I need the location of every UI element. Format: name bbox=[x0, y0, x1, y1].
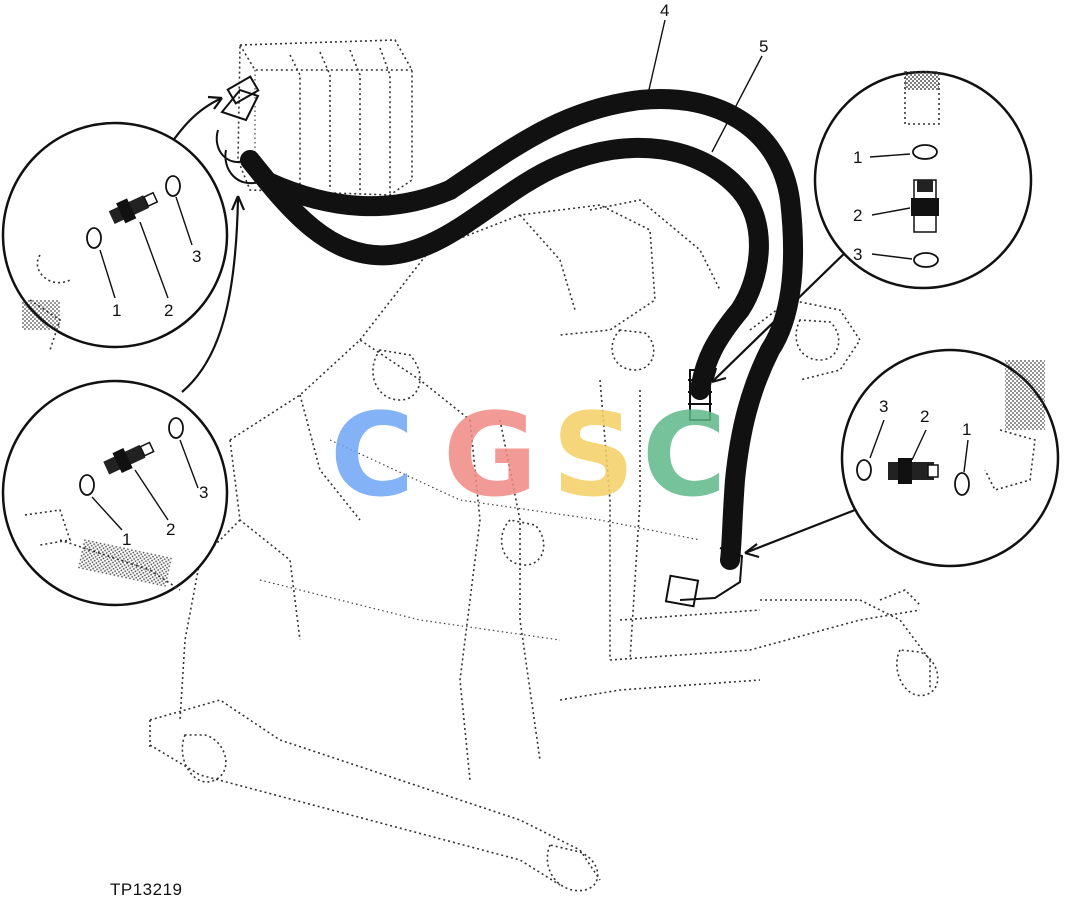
detail-circle-top-right: 1 2 3 bbox=[813, 70, 1033, 290]
hose-5 bbox=[240, 137, 769, 400]
hose-4 bbox=[258, 89, 804, 570]
loader-frame bbox=[149, 199, 939, 892]
br-label-1: 1 bbox=[962, 420, 971, 439]
br-label-2: 2 bbox=[920, 407, 929, 426]
tr-label-2: 2 bbox=[853, 206, 862, 225]
figure-id: TP13219 bbox=[110, 880, 183, 899]
tl-label-1: 1 bbox=[112, 301, 121, 320]
watermark-letter-c2: C bbox=[642, 389, 726, 523]
tl-label-2: 2 bbox=[164, 301, 173, 320]
valve-fittings bbox=[215, 75, 260, 185]
lower-fittings bbox=[664, 369, 744, 608]
detail-circle-top-left: 1 2 3 bbox=[1, 121, 229, 351]
callout-hose-5: 5 bbox=[759, 37, 768, 56]
tl-label-3: 3 bbox=[192, 247, 201, 266]
cgsc-watermark: C G S C bbox=[330, 389, 726, 523]
callout-hose-4: 4 bbox=[660, 1, 669, 20]
watermark-letter-s: S bbox=[552, 389, 635, 523]
bl-label-3: 3 bbox=[199, 483, 208, 502]
detail-circle-bottom-left: 1 2 3 bbox=[1, 379, 229, 607]
arrow-bottom-left bbox=[181, 197, 240, 393]
arrow-bottom-right bbox=[744, 508, 856, 555]
detail-circle-bottom-right: 3 2 1 bbox=[840, 348, 1060, 568]
bl-label-2: 2 bbox=[166, 520, 175, 539]
tr-label-1: 1 bbox=[853, 148, 862, 167]
br-label-3: 3 bbox=[879, 397, 888, 416]
watermark-letter-g: G bbox=[443, 389, 537, 523]
bl-label-1: 1 bbox=[122, 530, 131, 549]
watermark-letter-c1: C bbox=[330, 389, 414, 523]
arrow-top-right bbox=[711, 245, 853, 383]
tr-label-3: 3 bbox=[853, 245, 862, 264]
